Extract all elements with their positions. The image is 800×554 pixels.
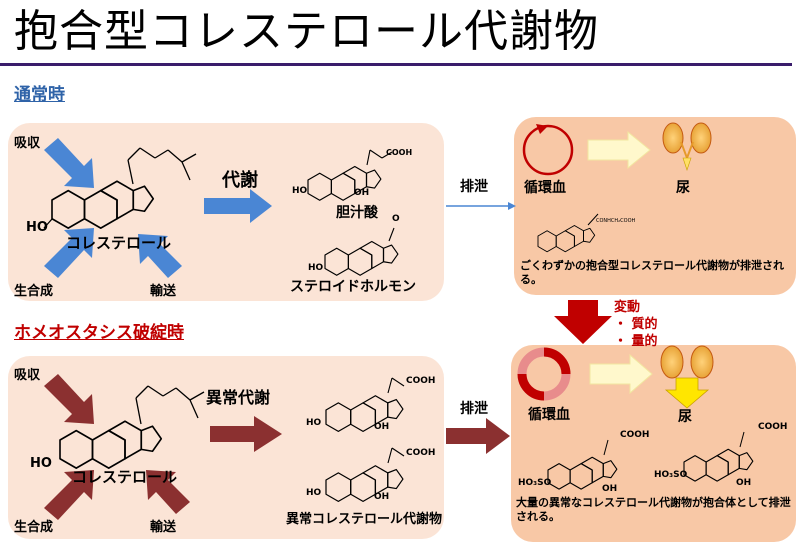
change-label: 変動 <box>614 300 641 315</box>
metabolism-arrow <box>204 189 272 223</box>
hormone-ho-label: HO <box>308 263 324 273</box>
sulfate-conjugate-structure-2 <box>683 431 754 482</box>
circulation-cycle-icon-broken <box>517 347 571 401</box>
broken-circulation-label: 循環血 <box>528 407 570 423</box>
broken-absorption-label: 吸収 <box>14 368 41 383</box>
to-urine-arrow-broken <box>589 353 653 395</box>
broken-urine-label: 尿 <box>678 409 692 425</box>
abnormal2-cooh-label: COOH <box>406 448 436 458</box>
broken-body-panel <box>8 356 444 539</box>
synthesis-arrow <box>44 228 94 278</box>
broken-excretion-label: 排泄 <box>460 401 488 417</box>
abnormal1-oh-label: OH <box>374 422 390 432</box>
abnormal2-oh-label: OH <box>374 492 390 502</box>
cholesterol-structure <box>43 147 197 229</box>
conjugated-metabolite-structure <box>537 213 599 253</box>
broken-excretion-arrow <box>446 418 510 454</box>
normal-excretion-label: 排泄 <box>460 179 488 195</box>
page-title: 抱合型コレステロール代謝物 <box>14 6 599 57</box>
bile-ho-label: HO <box>292 186 308 196</box>
broken-excretion-panel <box>511 345 796 542</box>
change-arrow <box>554 300 612 344</box>
circulation-cycle-icon <box>522 124 574 176</box>
synthesis-arrow-broken <box>44 470 94 520</box>
sulfate-conjugate-structure-1 <box>547 439 618 490</box>
section-broken-heading: ホメオスタシス破綻時 <box>14 323 184 343</box>
abnormal-metabolite-structure-2 <box>325 447 405 502</box>
abnormal2-ho-label: HO <box>306 488 322 498</box>
bile-acid-structure <box>307 149 393 201</box>
sulfate1-oh-label: OH <box>602 484 618 494</box>
title-divider <box>0 63 792 66</box>
transport-arrow <box>138 234 182 278</box>
absorption-arrow <box>44 138 94 188</box>
absorption-arrow-broken <box>44 374 94 424</box>
normal-transport-label: 輸送 <box>150 284 177 299</box>
change-item-quality: ・ 質的 <box>614 317 658 332</box>
broken-metabolism-label: 異常代謝 <box>206 388 271 407</box>
broken-cholesterol-label: コレステロール <box>72 468 178 486</box>
normal-metabolism-label: 代謝 <box>222 170 258 191</box>
abnormal1-ho-label: HO <box>306 418 322 428</box>
normal-ho-label: HO <box>26 220 48 235</box>
broken-transport-label: 輸送 <box>150 520 177 535</box>
transport-arrow-broken <box>146 470 190 514</box>
steroid-hormone-structure <box>324 227 399 276</box>
broken-note: 大量の異常なコレステロール代謝物が抱合体として排泄される。 <box>516 496 791 523</box>
bile-oh-label: OH <box>354 188 370 198</box>
sulfate2-cooh-label: COOH <box>758 422 788 432</box>
sulfate2-ho3so-label: HO₃SO <box>654 470 688 480</box>
sulfate1-ho3so-label: HO₃SO <box>518 478 552 488</box>
kidney-icon-normal <box>662 122 712 171</box>
sulfate2-oh-label: OH <box>736 478 752 488</box>
abnormal1-cooh-label: COOH <box>406 376 436 386</box>
sulfate1-cooh-label: COOH <box>620 430 650 440</box>
to-urine-arrow-normal <box>587 130 651 170</box>
abnormal-metabolism-arrow <box>210 416 282 452</box>
bile-cooh-label: COOH <box>386 148 413 157</box>
normal-excretion-panel <box>514 117 796 295</box>
hormone-o-label: O <box>392 214 400 224</box>
kidney-icon-broken <box>660 345 714 409</box>
bile-acid-label: 胆汁酸 <box>336 205 378 221</box>
steroid-hormone-label: ステロイドホルモン <box>290 279 416 295</box>
abnormal-metabolites-label: 異常コレステロール代謝物 <box>286 512 443 527</box>
broken-synthesis-label: 生合成 <box>14 520 54 535</box>
normal-circulation-label: 循環血 <box>524 180 566 196</box>
cholesterol-structure-broken <box>59 385 205 469</box>
section-normal-heading: 通常時 <box>14 85 65 105</box>
abnormal-metabolite-structure-1 <box>325 377 405 432</box>
normal-synthesis-label: 生合成 <box>14 284 54 299</box>
normal-note: ごくわずかの抱合型コレステロール代謝物が排泄される。 <box>520 259 784 286</box>
conjugate-chain-label: CONHCH₂COOH <box>596 218 636 224</box>
normal-absorption-label: 吸収 <box>14 136 41 151</box>
normal-cholesterol-label: コレステロール <box>66 234 172 252</box>
change-item-quantity: ・ 量的 <box>614 334 658 349</box>
normal-urine-label: 尿 <box>676 180 690 196</box>
broken-ho-label: HO <box>30 456 52 471</box>
normal-excretion-arrow-head <box>508 202 516 210</box>
